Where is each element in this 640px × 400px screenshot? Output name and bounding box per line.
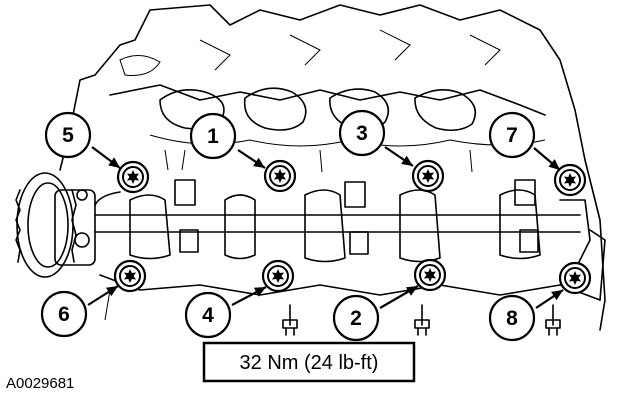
leader-arrow-3 (384, 146, 414, 167)
bearing-cap-bolts (113, 159, 592, 295)
callout-5: 5 (44, 111, 92, 159)
camshaft (94, 179, 591, 271)
bolt-6 (113, 259, 147, 293)
leader-arrow-6 (87, 285, 119, 306)
callout-2: 2 (332, 294, 380, 342)
callout-6: 6 (40, 290, 88, 338)
bolt-2 (413, 258, 447, 292)
lower-head-edge (99, 229, 606, 336)
stud-right (545, 304, 561, 336)
callout-label-2: 2 (350, 307, 362, 330)
stud-middle (414, 304, 430, 336)
leader-arrows (87, 146, 564, 309)
leader-arrow-7 (533, 147, 561, 171)
callout-label-6: 6 (58, 303, 70, 326)
callout-3: 3 (338, 109, 386, 157)
callout-label-8: 8 (506, 307, 518, 330)
bolt-5 (116, 160, 150, 194)
leader-arrow-8 (535, 289, 564, 309)
leader-arrow-5 (91, 146, 121, 169)
bolt-1 (263, 159, 297, 193)
callout-label-1: 1 (207, 125, 219, 148)
leader-arrow-2 (379, 285, 419, 309)
callout-4: 4 (184, 291, 232, 339)
leader-arrow-1 (237, 149, 266, 169)
stud-left (282, 304, 298, 336)
bolt-8 (558, 261, 592, 295)
bolt-4 (261, 259, 295, 293)
callout-label-3: 3 (356, 122, 368, 145)
callout-label-7: 7 (506, 124, 518, 147)
bolt-3 (411, 159, 445, 193)
bolt-7 (553, 163, 587, 197)
torque-spec-text: 32 Nm (24 lb-ft) (240, 352, 379, 374)
callout-1: 1 (189, 112, 237, 160)
torque-spec-box: 32 Nm (24 lb-ft) (202, 341, 416, 383)
callout-label-4: 4 (202, 304, 214, 327)
camshaft-sprocket (15, 172, 96, 278)
cylinder-head-outline (59, 4, 606, 331)
leader-arrow-4 (231, 286, 267, 306)
callout-label-5: 5 (62, 124, 74, 147)
figure-id-label: A0029681 (6, 375, 74, 392)
callout-7: 7 (488, 111, 536, 159)
callout-8: 8 (488, 294, 536, 342)
